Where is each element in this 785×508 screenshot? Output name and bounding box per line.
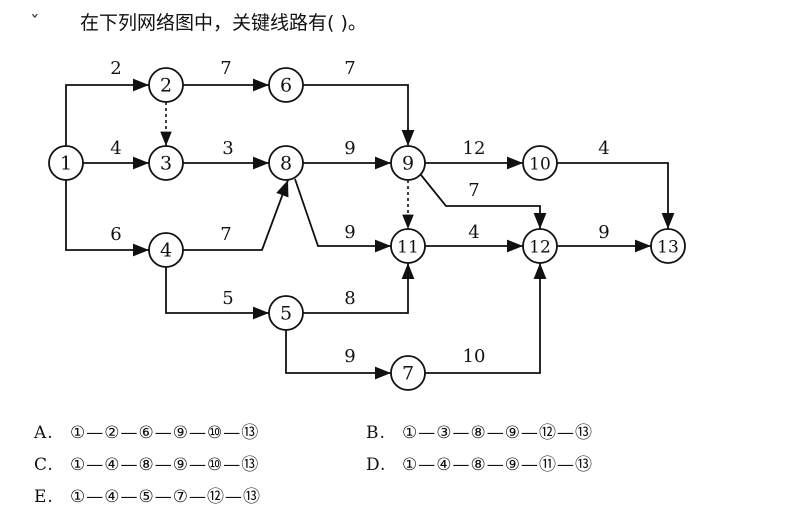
option-letter: D. <box>366 455 387 475</box>
node-10: 10 <box>522 145 558 181</box>
node-label: 4 <box>160 240 172 262</box>
duration-label-12-13: 9 <box>598 222 609 243</box>
duration-label-6-9: 7 <box>344 58 355 79</box>
node-7: 7 <box>390 355 426 391</box>
duration-label-8-9: 9 <box>344 138 355 159</box>
duration-label-1-3: 4 <box>110 138 121 159</box>
node-label: 11 <box>397 238 419 258</box>
option-e[interactable]: E. ①—④—⑤—⑦—⑫—⑬ <box>34 482 261 507</box>
arrow-1-2 <box>65 78 149 146</box>
duration-label-4-8: 7 <box>220 224 231 245</box>
option-path: ①—④—⑧—⑨—⑩—⑬ <box>70 455 260 475</box>
duration-label-9-12: 7 <box>468 180 479 201</box>
option-path: ①—②—⑥—⑨—⑩—⑬ <box>70 423 260 443</box>
node-circle <box>390 145 426 181</box>
node-8: 8 <box>268 145 304 181</box>
duration-label-5-11: 8 <box>344 288 355 309</box>
node-circle <box>390 355 426 391</box>
node-3: 3 <box>148 145 184 181</box>
node-label: 3 <box>160 153 172 175</box>
node-6: 6 <box>268 67 304 103</box>
question-text: ˇ 在下列网络图中，关键线路有( )。 <box>30 8 367 35</box>
node-circle <box>148 67 184 103</box>
node-label: 12 <box>529 238 551 258</box>
node-1: 1 <box>48 145 84 181</box>
node-label: 5 <box>280 303 292 325</box>
arrow-4-5 <box>165 267 269 320</box>
node-label: 9 <box>402 153 414 175</box>
node-label: 10 <box>529 155 551 175</box>
node-circle <box>268 67 304 103</box>
node-label: 13 <box>657 238 679 258</box>
node-12: 12 <box>522 228 558 264</box>
node-circle <box>390 228 426 264</box>
duration-label-9-10: 12 <box>463 138 486 159</box>
option-a[interactable]: A. ①—②—⑥—⑨—⑩—⑬ <box>34 418 259 443</box>
option-letter: E. <box>34 487 54 507</box>
arrow-5-7 <box>285 330 391 380</box>
node-circle <box>650 228 686 264</box>
node-label: 8 <box>280 153 292 175</box>
arrow-4-8 <box>183 179 289 251</box>
arrow-6-9 <box>303 84 415 146</box>
duration-label-2-6: 7 <box>220 58 231 79</box>
duration-label-8-11: 9 <box>344 222 355 243</box>
node-4: 4 <box>148 232 184 268</box>
option-path: ①—④—⑤—⑦—⑫—⑬ <box>70 487 261 507</box>
node-circle <box>48 145 84 181</box>
node-circle <box>522 145 558 181</box>
node-circle <box>148 145 184 181</box>
node-9: 9 <box>390 145 426 181</box>
node-label: 2 <box>160 75 172 97</box>
option-path: ①—③—⑧—⑨—⑫—⑬ <box>402 423 593 443</box>
option-c[interactable]: C. ①—④—⑧—⑨—⑩—⑬ <box>34 450 259 475</box>
arrow-10-13 <box>557 162 675 229</box>
duration-label-7-12: 10 <box>463 346 486 367</box>
duration-label-11-12: 4 <box>468 222 479 243</box>
duration-label-10-13: 4 <box>598 138 609 159</box>
node-13: 13 <box>650 228 686 264</box>
node-5: 5 <box>268 295 304 331</box>
node-2: 2 <box>148 67 184 103</box>
option-letter: C. <box>34 455 54 475</box>
arrow-7-12 <box>425 263 547 374</box>
duration-label-3-8: 3 <box>222 138 233 159</box>
duration-label-1-2: 2 <box>110 58 121 79</box>
duration-label-1-4: 6 <box>110 224 121 245</box>
arrow-9-12 <box>420 174 547 229</box>
arrow-1-4 <box>65 180 149 257</box>
option-letter: A. <box>34 423 54 443</box>
option-d[interactable]: D. ①—④—⑧—⑨—⑪—⑬ <box>366 450 593 475</box>
arrow-5-11 <box>303 263 415 314</box>
option-b[interactable]: B. ①—③—⑧—⑨—⑫—⑬ <box>366 418 593 443</box>
option-letter: B. <box>366 423 386 443</box>
node-label: 6 <box>280 75 292 97</box>
node-label: 1 <box>60 153 72 175</box>
node-circle <box>522 228 558 264</box>
node-label: 7 <box>402 363 414 385</box>
question-stem: 在下列网络图中，关键线路有( )。 <box>80 12 367 34</box>
node-circle <box>268 295 304 331</box>
duration-label-4-5: 5 <box>222 288 233 309</box>
node-11: 11 <box>390 228 426 264</box>
node-circle <box>148 232 184 268</box>
arrow-8-11 <box>294 178 391 253</box>
question-marker: ˇ <box>30 12 40 34</box>
duration-label-5-7: 9 <box>344 346 355 367</box>
node-circle <box>268 145 304 181</box>
option-path: ①—④—⑧—⑨—⑪—⑬ <box>402 455 593 475</box>
